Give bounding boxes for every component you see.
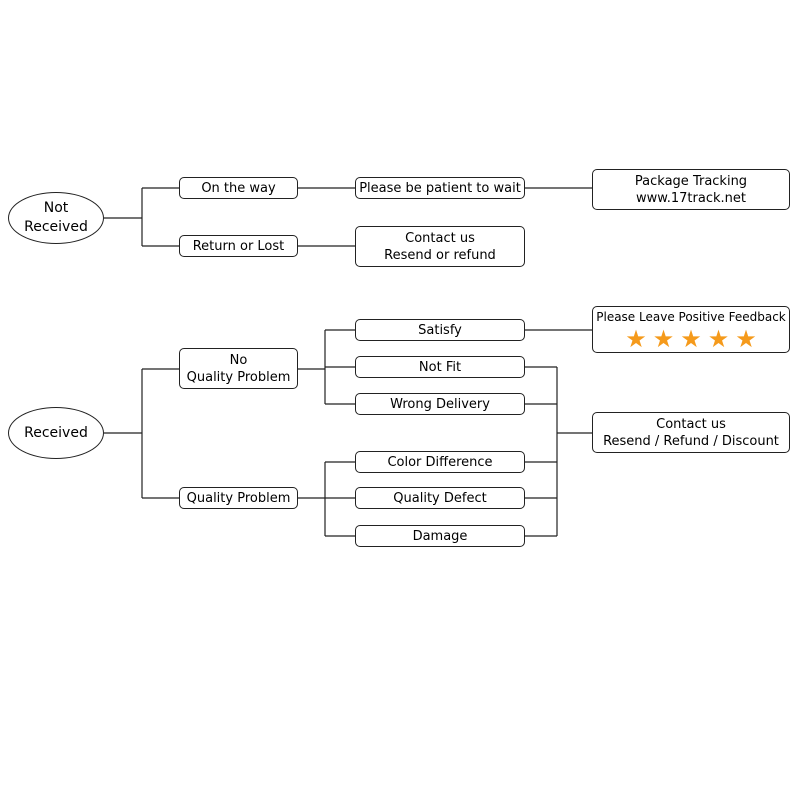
contact-resend-line-2: Resend or refund: [384, 247, 496, 263]
no-quality-line-1: No: [229, 352, 248, 368]
star-icon: ★: [625, 325, 647, 353]
no-quality-problem-node: No Quality Problem: [179, 348, 298, 389]
satisfy-label: Satisfy: [418, 322, 462, 338]
package-tracking-line-2: www.17track.net: [636, 190, 746, 206]
damage-node: Damage: [355, 525, 525, 547]
return-lost-label: Return or Lost: [192, 238, 285, 254]
contact-resend-line-1: Contact us: [405, 230, 475, 246]
star-icon: ★: [735, 325, 757, 353]
return-lost-node: Return or Lost: [179, 235, 298, 257]
contact-discount-line-2: Resend / Refund / Discount: [603, 433, 779, 449]
positive-feedback-node: Please Leave Positive Feedback ★★★★★: [592, 306, 790, 353]
contact-discount-line-1: Contact us: [656, 416, 726, 432]
contact-refund-discount-node: Contact us Resend / Refund / Discount: [592, 412, 790, 453]
contact-resend-refund-node: Contact us Resend or refund: [355, 226, 525, 267]
package-tracking-line-1: Package Tracking: [634, 173, 748, 189]
on-the-way-label: On the way: [201, 180, 276, 196]
not-received-label-line-1: Not: [43, 200, 69, 216]
received-label: Received: [24, 424, 88, 441]
star-icon: ★: [707, 325, 730, 353]
patient-node: Please be patient to wait: [355, 177, 525, 199]
not-fit-node: Not Fit: [355, 356, 525, 378]
package-tracking-node: Package Tracking www.17track.net: [592, 169, 790, 210]
positive-feedback-label: Please Leave Positive Feedback: [596, 310, 786, 324]
color-difference-node: Color Difference: [355, 451, 525, 473]
wrong-delivery-label: Wrong Delivery: [390, 396, 490, 412]
on-the-way-node: On the way: [179, 177, 298, 199]
not-received-label-line-2: Received: [24, 219, 88, 235]
star-icon: ★: [652, 325, 675, 353]
received-node: Received: [8, 407, 104, 459]
not-fit-label: Not Fit: [418, 359, 462, 375]
no-quality-line-2: Quality Problem: [186, 369, 291, 385]
damage-label: Damage: [412, 528, 468, 544]
not-received-node: Not Received: [8, 192, 104, 244]
quality-defect-label: Quality Defect: [393, 490, 487, 506]
wrong-delivery-node: Wrong Delivery: [355, 393, 525, 415]
patient-label: Please be patient to wait: [359, 180, 521, 196]
satisfy-node: Satisfy: [355, 319, 525, 341]
quality-defect-node: Quality Defect: [355, 487, 525, 509]
rating-stars: ★★★★★: [625, 325, 757, 353]
color-difference-label: Color Difference: [387, 454, 493, 470]
quality-problem-node: Quality Problem: [179, 487, 298, 509]
star-icon: ★: [680, 325, 702, 353]
quality-problem-label: Quality Problem: [186, 490, 291, 506]
